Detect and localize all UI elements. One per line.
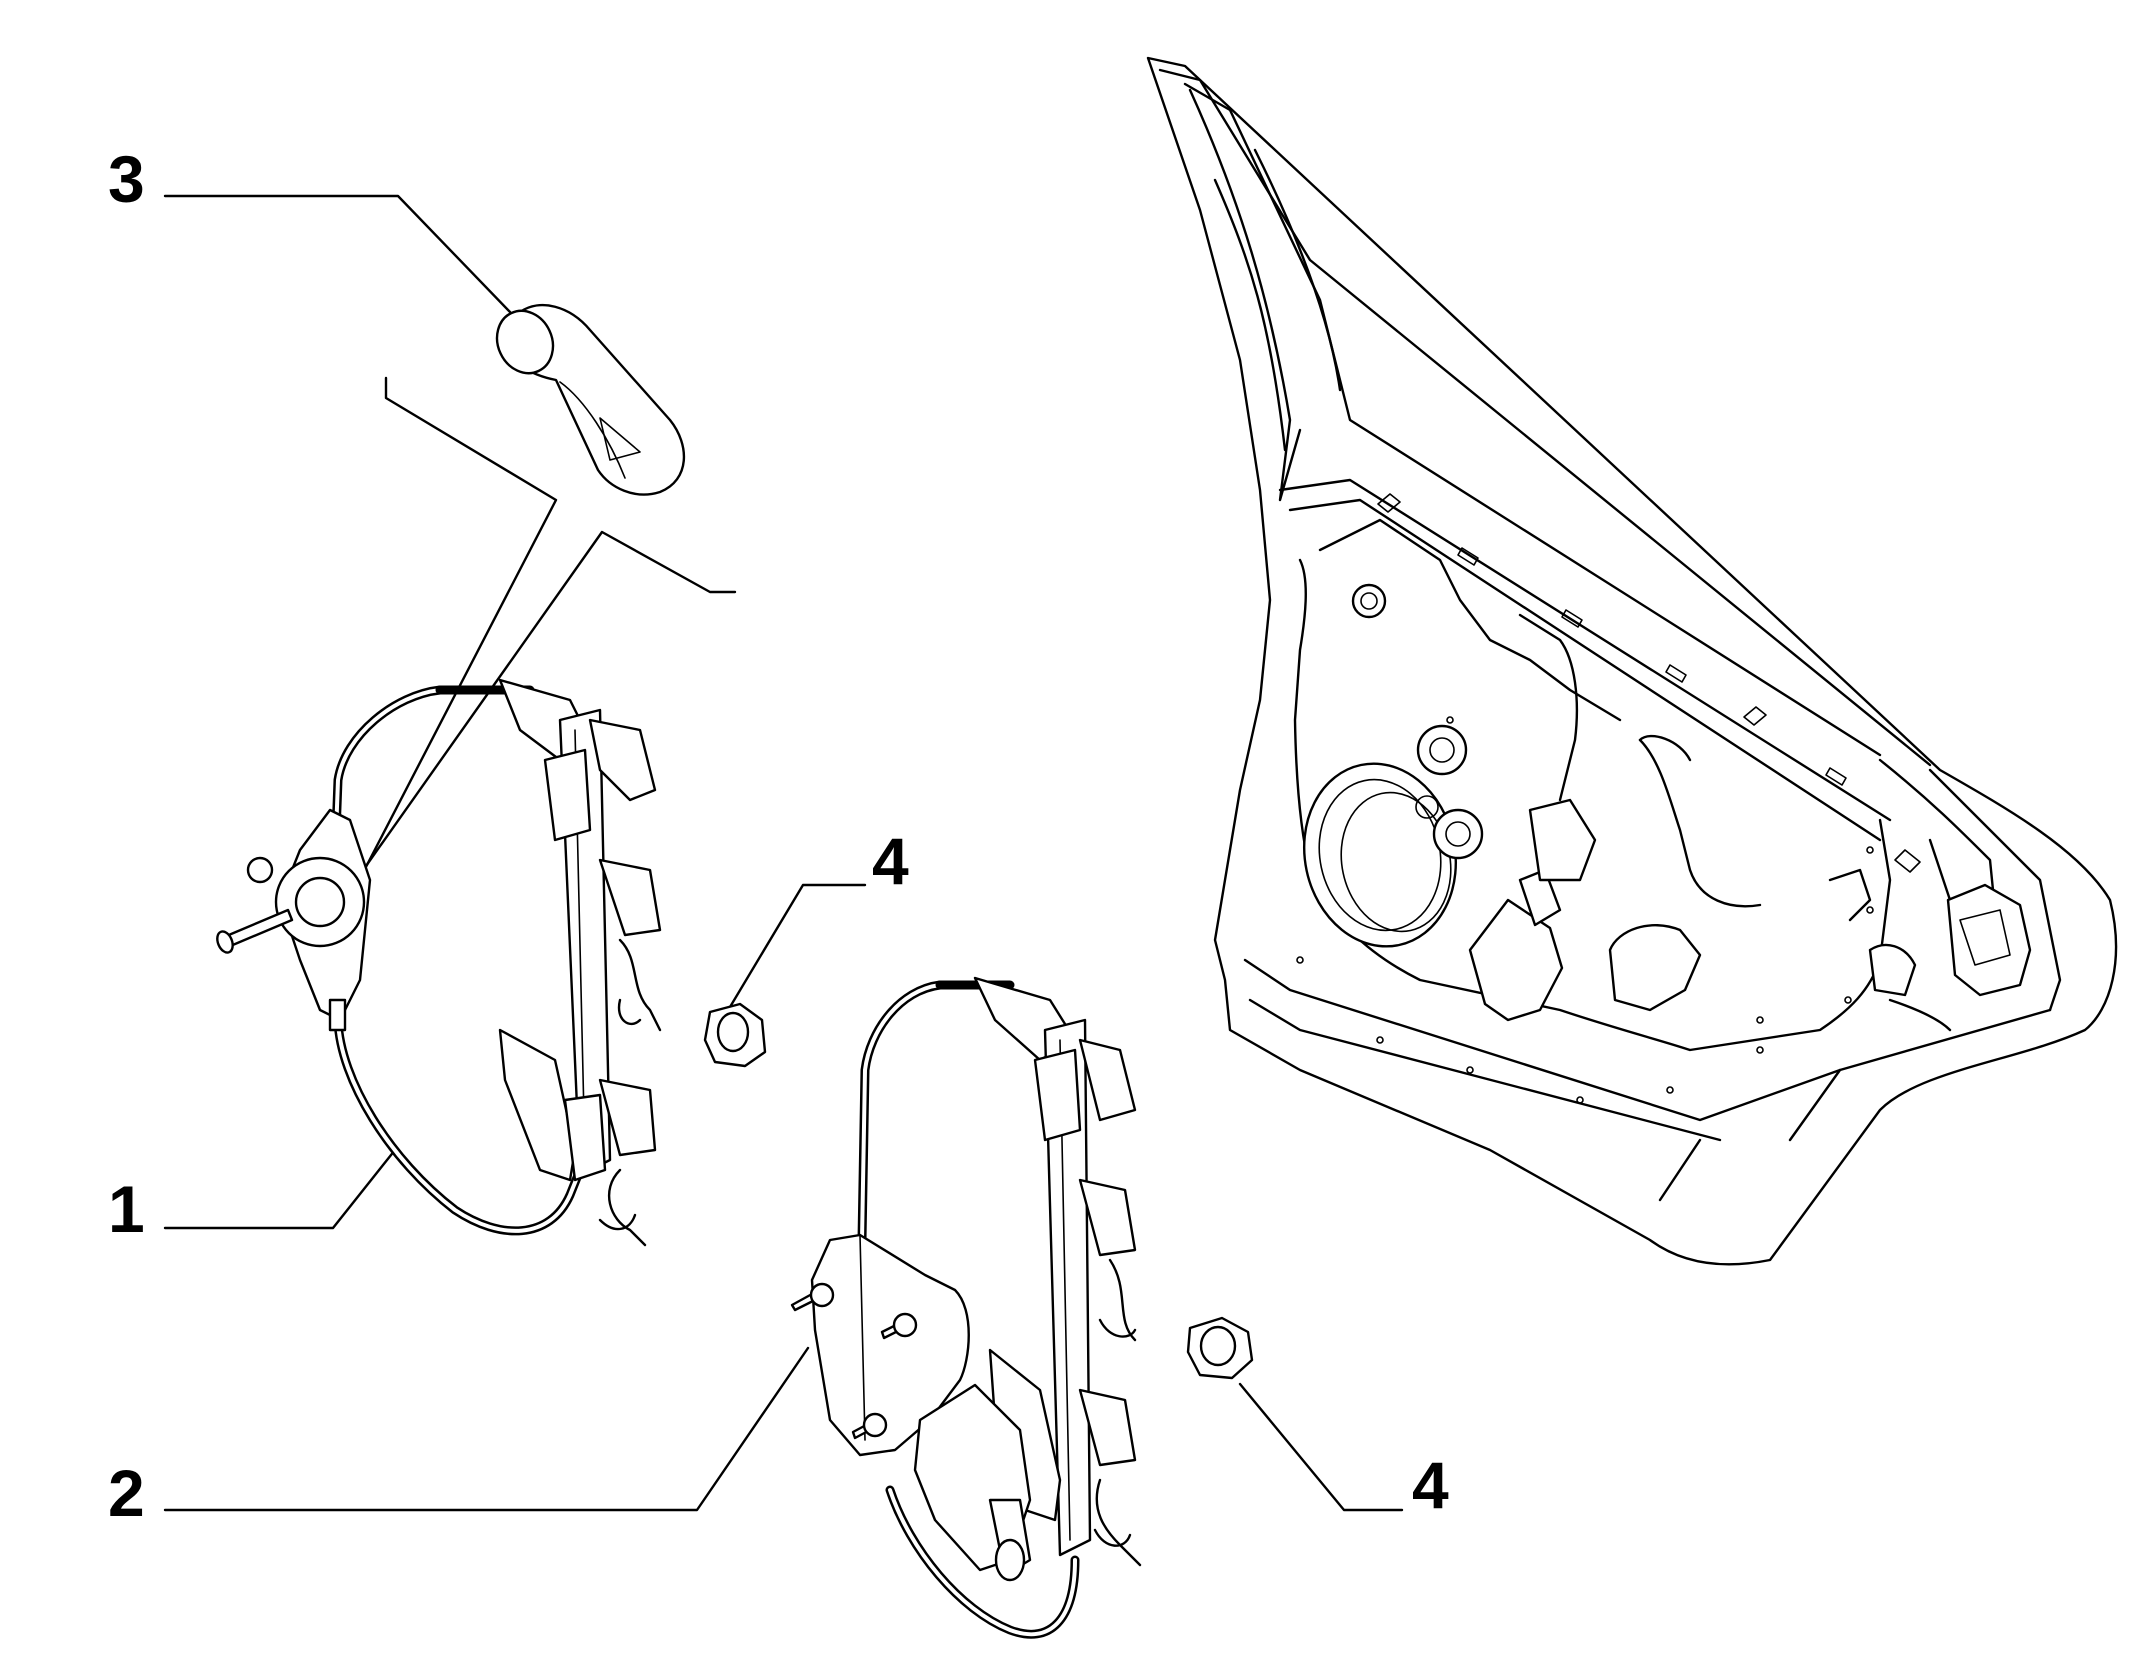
handle-bracket-left bbox=[352, 376, 558, 892]
flange-nut-lower[interactable] bbox=[1186, 1316, 1254, 1380]
leader-line-1 bbox=[163, 1148, 397, 1230]
leader-line-4-lower bbox=[1238, 1382, 1404, 1512]
window-crank-handle[interactable] bbox=[487, 302, 685, 496]
callout-label-3[interactable]: 3 bbox=[108, 142, 145, 216]
callout-label-4-nut-upper[interactable]: 4 bbox=[872, 824, 909, 898]
callout-label-1[interactable]: 1 bbox=[108, 1172, 145, 1246]
leader-line-2 bbox=[163, 1346, 810, 1512]
callout-label-2[interactable]: 2 bbox=[108, 1456, 145, 1530]
leader-line-3 bbox=[163, 194, 512, 314]
flange-nut-upper[interactable] bbox=[703, 1002, 767, 1068]
handle-bracket-right bbox=[364, 530, 737, 868]
rear-door-inner-panel bbox=[1146, 56, 2118, 1266]
leader-lines bbox=[163, 194, 1404, 1512]
electric-window-regulator[interactable] bbox=[790, 976, 1142, 1639]
callout-label-4-nut-lower[interactable]: 4 bbox=[1412, 1448, 1449, 1522]
leader-line-4-upper bbox=[728, 883, 867, 1009]
manual-window-regulator[interactable] bbox=[214, 678, 662, 1247]
